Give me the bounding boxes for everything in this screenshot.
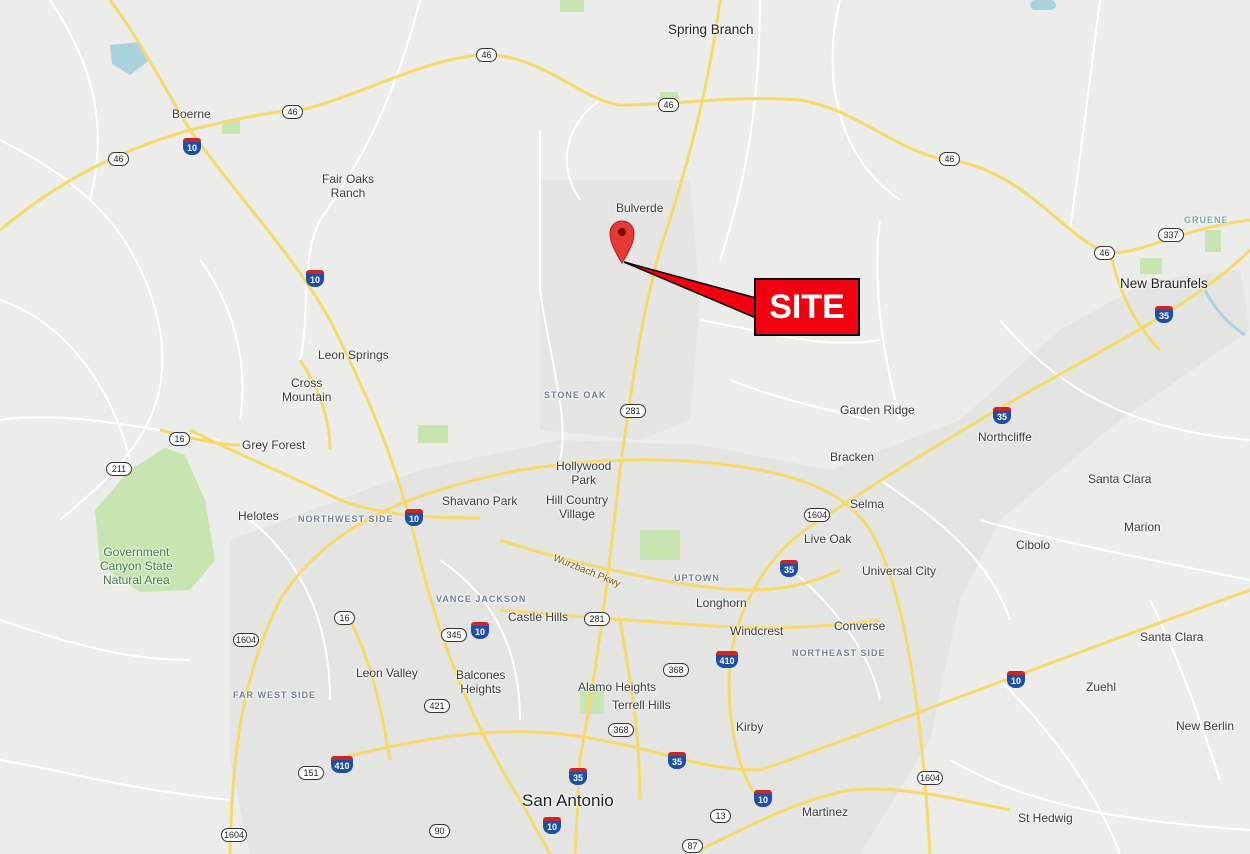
interstate-10-shield-icon: 10 bbox=[405, 509, 423, 526]
place-northeast-side: NORTHEAST SIDE bbox=[792, 648, 886, 658]
interstate-10-shield-icon: 10 bbox=[754, 790, 772, 807]
interstate-35-shield-icon: 35 bbox=[668, 752, 686, 769]
place-garden-ridge: Garden Ridge bbox=[840, 403, 915, 417]
place-cibolo: Cibolo bbox=[1016, 538, 1051, 552]
place-grey-forest: Grey Forest bbox=[242, 438, 306, 452]
route-345-shield-icon: 345 bbox=[441, 628, 467, 642]
route-1604-shield-icon: 1604 bbox=[804, 508, 830, 522]
place-fair-oaks-ranch: Fair Oaks Ranch bbox=[322, 172, 375, 200]
place-longhorn: Longhorn bbox=[696, 596, 747, 610]
interstate-10-shield-icon: 10 bbox=[1007, 671, 1025, 688]
interstate-35-shield-icon: 35 bbox=[993, 407, 1011, 424]
route-1604-shield-icon: 1604 bbox=[221, 828, 247, 842]
place-shavano-park: Shavano Park bbox=[442, 494, 518, 508]
interstate-35-shield-icon: 35 bbox=[780, 560, 798, 577]
place-san-antonio: San Antonio bbox=[522, 791, 614, 810]
site-callout: SITE bbox=[754, 278, 860, 336]
place-cross-mountain: Cross Mountain bbox=[282, 376, 332, 404]
route-16-shield-icon: 16 bbox=[334, 611, 355, 625]
place-santa-clara-south: Santa Clara bbox=[1140, 630, 1204, 644]
place-government-canyon: Government Canyon State Natural Area bbox=[100, 545, 173, 587]
place-vance-jackson: VANCE JACKSON bbox=[436, 594, 527, 604]
place-st-hedwig: St Hedwig bbox=[1018, 811, 1073, 825]
route-46-shield-icon: 46 bbox=[939, 152, 960, 166]
place-leon-springs: Leon Springs bbox=[318, 348, 389, 362]
route-46-shield-icon: 46 bbox=[658, 98, 679, 112]
place-hill-country-village: Hill Country Village bbox=[546, 493, 609, 521]
route-211-shield-icon: 211 bbox=[106, 462, 132, 476]
route-368-shield-icon: 368 bbox=[663, 663, 689, 677]
route-337-shield-icon: 337 bbox=[1158, 228, 1184, 242]
place-hollywood-park: Hollywood Park bbox=[556, 459, 612, 487]
interstate-35-shield-icon: 35 bbox=[569, 768, 587, 785]
route-368-shield-icon: 368 bbox=[608, 723, 634, 737]
place-zuehl: Zuehl bbox=[1086, 680, 1117, 694]
place-bracken: Bracken bbox=[830, 450, 875, 464]
place-windcrest: Windcrest bbox=[730, 624, 784, 638]
place-new-berlin: New Berlin bbox=[1176, 719, 1235, 733]
interstate-10-shield-icon: 10 bbox=[543, 817, 561, 834]
route-13-shield-icon: 13 bbox=[710, 809, 731, 823]
route-281-shield-icon: 281 bbox=[620, 404, 646, 418]
route-281-shield-icon: 281 bbox=[584, 612, 610, 626]
route-46-shield-icon: 46 bbox=[476, 48, 497, 62]
place-boerne: Boerne bbox=[172, 107, 211, 121]
interstate-10-shield-icon: 10 bbox=[183, 138, 201, 155]
place-live-oak: Live Oak bbox=[804, 532, 852, 546]
interstate-410-shield-icon: 410 bbox=[331, 756, 353, 773]
place-selma: Selma bbox=[850, 497, 885, 511]
place-far-west-side: FAR WEST SIDE bbox=[233, 690, 317, 700]
route-87-shield-icon: 87 bbox=[682, 839, 703, 853]
place-converse: Converse bbox=[834, 619, 886, 633]
route-1604-shield-icon: 1604 bbox=[233, 633, 259, 647]
place-kirby: Kirby bbox=[736, 720, 764, 734]
place-uptown: UPTOWN bbox=[674, 573, 720, 583]
place-spring-branch: Spring Branch bbox=[668, 22, 754, 37]
place-martinez: Martinez bbox=[802, 805, 849, 819]
government-canyon-park bbox=[95, 448, 215, 592]
place-northcliffe: Northcliffe bbox=[978, 430, 1032, 444]
place-alamo-heights: Alamo Heights bbox=[578, 680, 657, 694]
place-universal-city: Universal City bbox=[862, 564, 937, 578]
interstate-10-shield-icon: 10 bbox=[306, 270, 324, 287]
route-46-shield-icon: 46 bbox=[1094, 246, 1115, 260]
interstate-35-shield-icon: 35 bbox=[1155, 306, 1173, 323]
interstate-10-shield-icon: 10 bbox=[471, 622, 489, 639]
place-terrell-hills: Terrell Hills bbox=[612, 698, 671, 712]
route-46-shield-icon: 46 bbox=[282, 105, 303, 119]
place-balcones-heights: Balcones Heights bbox=[456, 668, 506, 696]
place-bulverde: Bulverde bbox=[616, 201, 664, 215]
route-90-shield-icon: 90 bbox=[429, 824, 450, 838]
place-helotes: Helotes bbox=[238, 509, 279, 523]
place-leon-valley: Leon Valley bbox=[356, 666, 418, 680]
route-151-shield-icon: 151 bbox=[298, 766, 324, 780]
route-16-shield-icon: 16 bbox=[169, 432, 190, 446]
place-stone-oak: STONE OAK bbox=[544, 390, 607, 400]
route-421-shield-icon: 421 bbox=[424, 699, 450, 713]
site-pin-icon bbox=[609, 220, 635, 264]
route-46-shield-icon: 46 bbox=[108, 152, 129, 166]
place-new-braunfels: New Braunfels bbox=[1120, 276, 1208, 291]
interstate-410-shield-icon: 410 bbox=[716, 651, 738, 668]
place-gruene: GRUENE bbox=[1184, 215, 1229, 225]
route-1604-shield-icon: 1604 bbox=[917, 771, 943, 785]
place-northwest-side: NORTHWEST SIDE bbox=[298, 514, 394, 524]
place-castle-hills: Castle Hills bbox=[508, 610, 569, 624]
place-marion: Marion bbox=[1124, 520, 1161, 534]
place-santa-clara-north: Santa Clara bbox=[1088, 472, 1152, 486]
